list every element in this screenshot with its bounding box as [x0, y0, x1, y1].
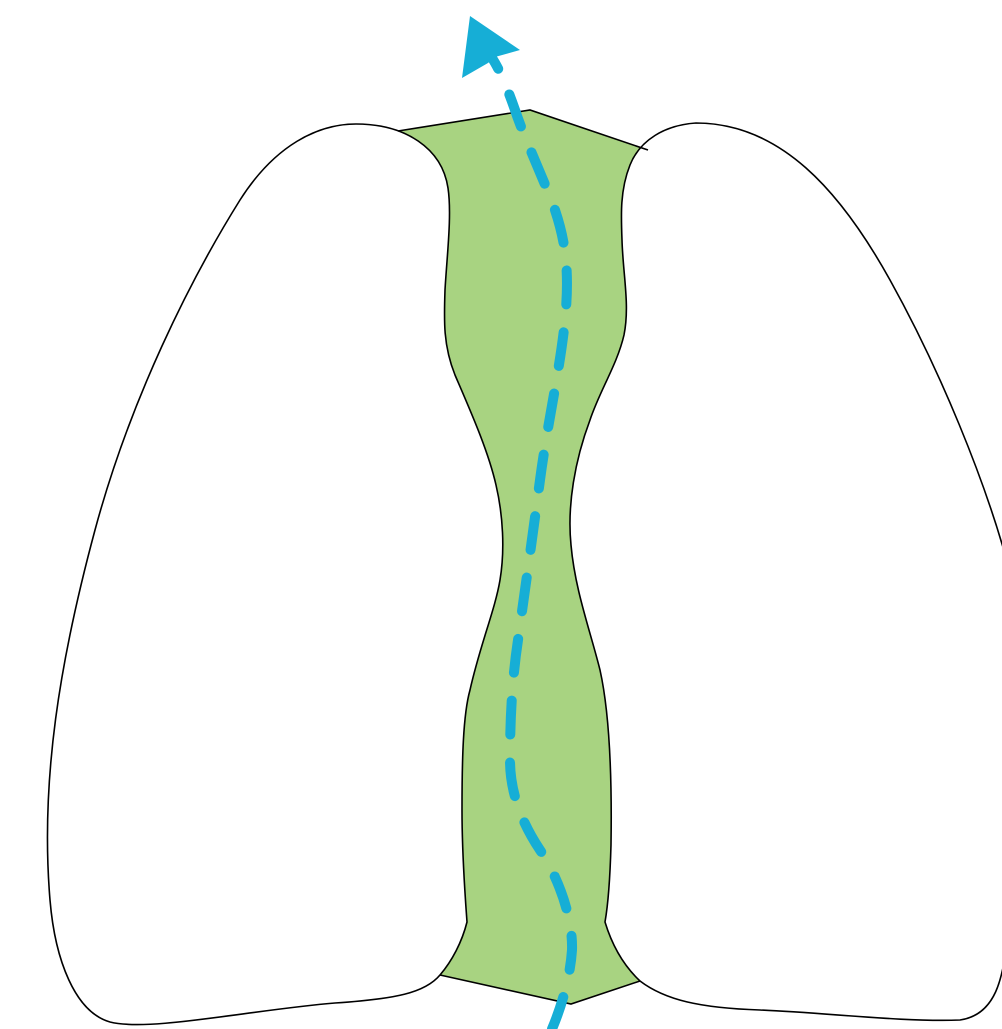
left-lung-shape: [47, 124, 502, 1025]
right-lung-shape: [570, 123, 1002, 1020]
arrow-head-icon: [462, 16, 520, 78]
